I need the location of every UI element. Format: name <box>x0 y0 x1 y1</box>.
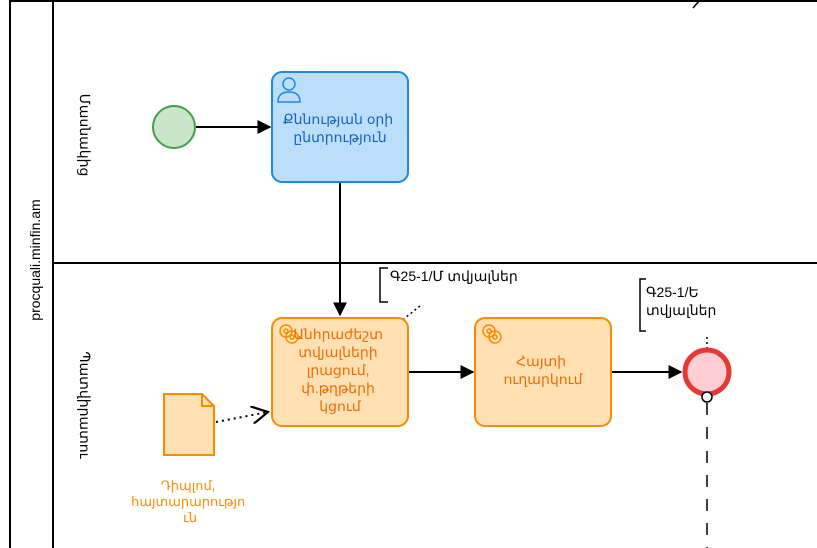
task-send-request[interactable]: Հայտի ուղարկում <box>474 317 612 427</box>
task-choose-exam-date[interactable]: Քննության օրի ընտրություն <box>271 71 409 183</box>
annotation-g25-1-m-text: Գ25-1/Մ տվյալներ <box>390 268 518 284</box>
data-object-diploma[interactable] <box>163 393 215 456</box>
lane-participant-label: Մասնակից <box>77 94 93 177</box>
annotation-g25-1-e: Գ25-1/Ե տվյալներ <box>639 278 716 350</box>
data-association <box>215 412 268 422</box>
task-fill-data[interactable]: Անհրաժեշտ տվյալների լրացում, փ.թղթերի կց… <box>271 317 409 427</box>
message-flow <box>701 391 713 548</box>
start-event[interactable] <box>152 105 196 149</box>
gear-icon <box>482 324 502 344</box>
user-icon <box>277 77 301 103</box>
task-fill-data-label: Անհրաժեշտ տվյալների լրացում, փ.թղթերի կց… <box>293 326 387 414</box>
annotation-g25-1-e-text: Գ25-1/Ե տվյալներ <box>646 284 716 318</box>
task-choose-exam-date-label: Քննության օրի ընտրություն <box>283 111 397 145</box>
lane-participant: Մասնակից <box>77 94 93 177</box>
task-send-request-label: Հայտի ուղարկում <box>503 353 583 387</box>
pool-name: procquali.minfin.am <box>27 199 43 320</box>
data-object-label: Դիպլոմ, հայտարարությո ւն <box>131 478 249 525</box>
annotation-g25-1-m: Գ25-1/Մ տվյալներ <box>379 267 518 323</box>
end-event[interactable] <box>682 347 732 397</box>
gear-icon <box>279 324 299 344</box>
pool: procquali.minfin.am <box>9 0 817 548</box>
lane-customer-label: Պատվիրատու <box>77 351 93 459</box>
lane-customer: Պատվիրատու <box>77 351 93 459</box>
